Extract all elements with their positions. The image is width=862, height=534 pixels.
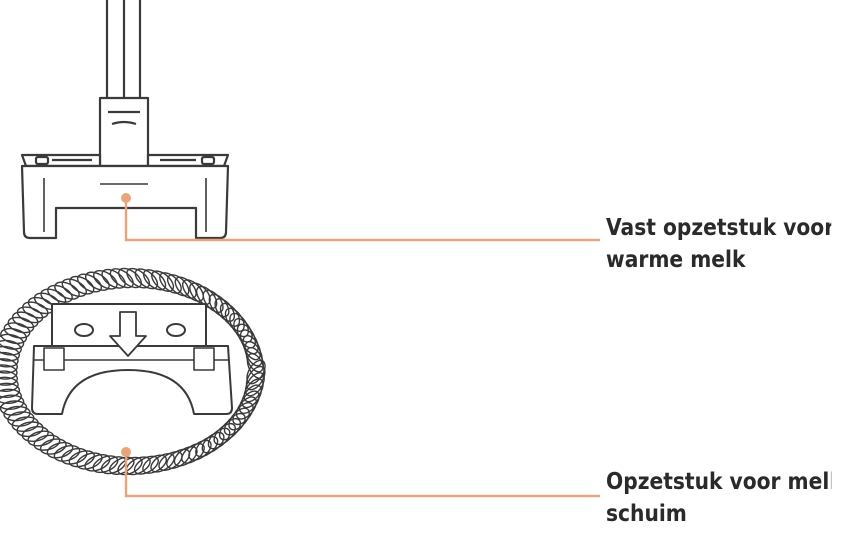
coil-loop	[0, 327, 28, 345]
coil-loop	[101, 268, 126, 289]
coil-loop	[0, 339, 22, 356]
coil-loop	[151, 270, 175, 292]
coil-loop	[3, 405, 31, 422]
coil-loop	[84, 271, 110, 291]
coil-loop	[3, 322, 31, 339]
coil-loop	[0, 388, 22, 405]
coil-loop	[0, 382, 21, 399]
coil-loop	[158, 451, 183, 471]
coil-loop	[246, 352, 265, 379]
coil-loop	[223, 412, 246, 436]
coil-loop	[189, 282, 211, 306]
core-hole-right	[166, 323, 186, 337]
callout-leader-2	[121, 447, 600, 498]
down-arrow-icon	[109, 311, 147, 357]
callout-label-froth-attachment: Opzetstuk voor melk schuim	[606, 466, 831, 530]
coil-loop	[0, 333, 25, 350]
coil-loop	[0, 358, 18, 374]
coil-loop	[174, 276, 197, 299]
coil-loop	[142, 269, 167, 291]
coil-loop	[126, 267, 151, 289]
coil-loop	[195, 435, 219, 458]
coil-loop	[0, 394, 25, 410]
coil-loop	[7, 411, 35, 427]
core-hole-left	[74, 323, 94, 337]
coil-loop	[0, 400, 28, 416]
milk-froth-whisk-attachment	[0, 267, 266, 476]
callout-leader-1	[121, 193, 600, 242]
coil-loop	[166, 448, 191, 469]
coil-loop	[109, 268, 134, 289]
callout-label-line: warme melk	[606, 247, 746, 273]
callout-label-line: schuim	[606, 501, 687, 527]
coil-loop	[241, 384, 262, 409]
coil-loop	[11, 416, 39, 433]
core-body	[31, 345, 233, 415]
coil-loop	[218, 418, 242, 441]
callout-label-fixed-attachment: Vast opzetstuk voor warme melk	[606, 212, 831, 276]
coil-loop	[0, 376, 19, 393]
coil-loop	[182, 279, 204, 302]
coil-loop	[245, 346, 265, 373]
coil-loop	[0, 364, 18, 380]
callout-label-line: Vast opzetstuk voor	[606, 215, 832, 241]
coil-loop	[92, 455, 119, 474]
coil-loop	[0, 351, 19, 368]
coil-loop	[93, 269, 118, 290]
coil-loop	[134, 268, 159, 290]
callout-label-line: Opzetstuk voor melk	[606, 469, 832, 495]
shaft-collar	[98, 96, 150, 170]
coil-spring	[0, 267, 266, 415]
coil-loop	[7, 316, 35, 334]
coil-loop	[0, 345, 21, 362]
coil-loop	[173, 446, 198, 467]
coil-loop	[118, 267, 142, 289]
coil-loop	[0, 370, 18, 386]
coil-loop	[188, 439, 212, 461]
